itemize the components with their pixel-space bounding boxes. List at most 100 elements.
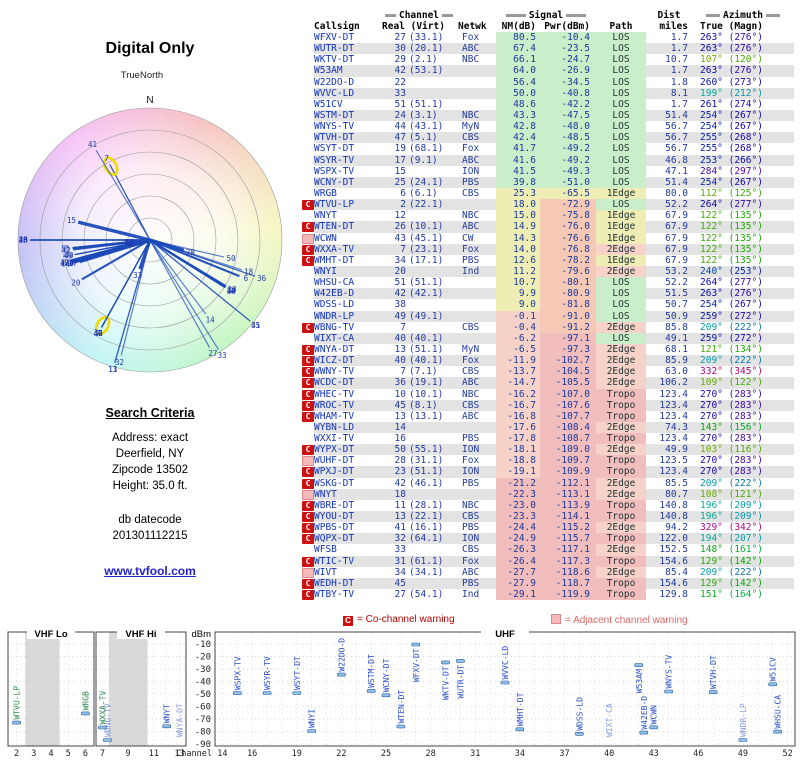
cell-vt (406, 489, 456, 500)
cell-vt: (20.1) (406, 43, 456, 54)
cell-net: CBS (456, 188, 496, 199)
cell-path: 2Edge (596, 266, 646, 277)
channel-tick: 11 (149, 749, 159, 759)
azimuth-magnetic: (276°) (729, 288, 763, 299)
table-row: WRGB6(6.1)CBS25.3-65.51Edge80.0112° (125… (302, 188, 794, 199)
azimuth-magnetic: (267°) (729, 121, 763, 132)
criteria-city: Deerfield, NY (38, 446, 262, 462)
cell-az: 254° (267°) (692, 299, 794, 310)
datecode-label: db datecode (38, 512, 262, 528)
table-row: CWEDH-DT45PBS-27.9-118.7Tropo154.6129° (… (302, 578, 794, 589)
cell-warn: C (302, 256, 314, 266)
channel-tick: 5 (66, 749, 71, 759)
cell-ch: 50 (382, 444, 406, 455)
azimuth-true: 284° (700, 166, 729, 177)
azimuth-true: 199° (700, 88, 729, 99)
cell-vt: (45.1) (406, 233, 456, 244)
azimuth-true: 109° (700, 377, 729, 388)
station-callsign-label: WNYI (308, 709, 317, 728)
azimuth-magnetic: (283°) (729, 433, 763, 444)
table-row: WXXI-TV16PBS-17.8-108.7Tropo123.4270° (2… (302, 433, 794, 444)
cell-mi: 46.8 (646, 155, 692, 166)
cell-warn (302, 422, 314, 433)
azimuth-magnetic: (268°) (729, 143, 763, 154)
cell-warn: C (302, 557, 314, 567)
azimuth-true: 260° (700, 77, 729, 88)
cell-vt (406, 422, 456, 433)
cell-ch: 42 (382, 478, 406, 489)
radar-plot: 2730294222335124444719171525621226437342… (0, 85, 300, 405)
cell-mi: 140.8 (646, 511, 692, 522)
cell-pwr: -26.9 (540, 65, 596, 76)
radar-channel-label: 50 (226, 254, 236, 263)
cell-path: Tropo (596, 533, 646, 544)
cell-cs: WYBN-LD (314, 422, 382, 433)
azimuth-true: 129° (700, 556, 729, 567)
cell-vt (406, 166, 456, 177)
cell-mi: 49.1 (646, 333, 692, 344)
cell-pwr: -97.1 (540, 333, 596, 344)
cell-path: Tropo (596, 389, 646, 400)
azimuth-magnetic: (276°) (729, 65, 763, 76)
cell-nm: 50.0 (496, 88, 540, 99)
cell-cs: WHEC-TV (314, 389, 382, 400)
cell-nm: 64.0 (496, 65, 540, 76)
cell-path: LOS (596, 77, 646, 88)
cell-ch: 13 (382, 411, 406, 422)
cell-warn (302, 333, 314, 344)
cell-nm: -16.7 (496, 400, 540, 411)
cell-ch: 45 (382, 400, 406, 411)
cell-ch: 2 (382, 199, 406, 210)
cell-pwr: -42.2 (540, 99, 596, 110)
cell-nm: 48.6 (496, 99, 540, 110)
cell-nm: -22.3 (496, 489, 540, 500)
header-rule (766, 14, 780, 17)
cell-cs: WROC-TV (314, 400, 382, 411)
cell-mi: 123.5 (646, 455, 692, 466)
cell-az: 122° (135°) (692, 233, 794, 244)
cell-net: ABC (456, 155, 496, 166)
cell-net: PBS (456, 478, 496, 489)
cell-warn (302, 544, 314, 555)
signal-mark (665, 690, 673, 693)
azimuth-true: 270° (700, 400, 729, 411)
cell-mi: 154.6 (646, 556, 692, 567)
cell-net (456, 489, 496, 500)
cell-pwr: -104.5 (540, 366, 596, 377)
band-label: VHF Lo (34, 629, 67, 640)
cell-nm: -18.8 (496, 455, 540, 466)
cell-vt: (40.1) (406, 333, 456, 344)
cell-mi: 85.9 (646, 355, 692, 366)
cell-az: 196° (209°) (692, 511, 794, 522)
cell-pwr: -117.3 (540, 556, 596, 567)
azimuth-magnetic: (122°) (729, 377, 763, 388)
table-row: CWTBY-TV27(54.1)Ind-29.1-119.9Tropo129.8… (302, 589, 794, 600)
cell-vt: (42.1) (406, 288, 456, 299)
cell-cs: WFXV-DT (314, 32, 382, 43)
cell-path: LOS (596, 311, 646, 322)
cell-mi: 51.4 (646, 177, 692, 188)
cell-ch: 11 (382, 500, 406, 511)
cell-ch: 27 (382, 32, 406, 43)
cell-az: 109° (122°) (692, 377, 794, 388)
azimuth-true: 121° (700, 344, 729, 355)
cell-az: 263° (276°) (692, 43, 794, 54)
cell-path: LOS (596, 333, 646, 344)
tvfool-link[interactable]: www.tvfool.com (104, 564, 196, 578)
table-row: CWYOU-DT13(22.1)CBS-23.3-114.1Tropo140.8… (302, 511, 794, 522)
cell-mi: 85.4 (646, 567, 692, 578)
channel-tick: 14 (217, 749, 227, 759)
cell-warn (302, 490, 314, 500)
cell-ch: 33 (382, 544, 406, 555)
cell-vt (406, 88, 456, 99)
cell-net (456, 65, 496, 76)
cell-pwr: -107.0 (540, 389, 596, 400)
azimuth-magnetic: (283°) (729, 389, 763, 400)
cell-net: NBC (456, 110, 496, 121)
cell-nm: 66.1 (496, 54, 540, 65)
cell-ch: 29 (382, 54, 406, 65)
cell-az: 253° (266°) (692, 155, 794, 166)
azimuth-true: 261° (700, 99, 729, 110)
dbm-tick: -20 (195, 653, 211, 663)
cell-cs: WTIC-TV (314, 556, 382, 567)
